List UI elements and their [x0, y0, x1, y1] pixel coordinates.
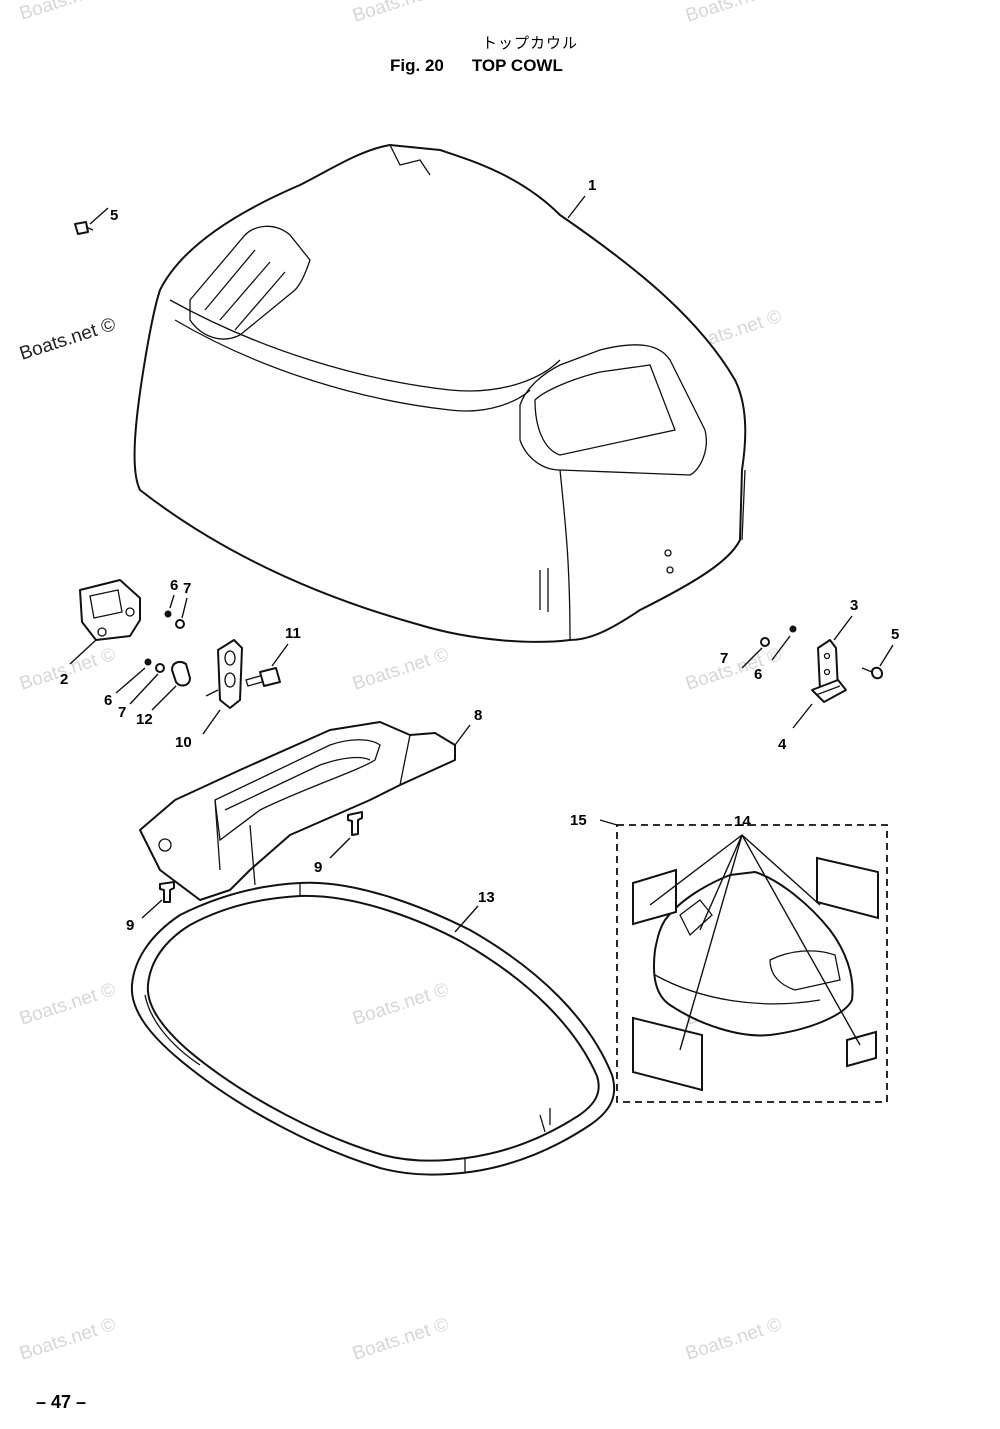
leader-15 — [599, 819, 618, 826]
leader-6-upper — [169, 594, 175, 609]
callout-3: 3 — [850, 597, 858, 614]
part-screw-left — [74, 221, 94, 235]
part-collar — [171, 661, 191, 687]
leader-7-lower — [129, 673, 159, 705]
part-screw-right — [861, 666, 883, 680]
callout-9-lower: 9 — [126, 917, 134, 934]
leader-6-lower — [115, 667, 146, 694]
leader-2 — [69, 639, 97, 665]
callout-7-right: 7 — [720, 650, 728, 667]
figure-title: Fig. 20 TOP COWL — [390, 56, 563, 76]
figure-name: TOP COWL — [471, 56, 563, 75]
leader-9-upper — [329, 837, 351, 859]
watermark: Boats.net © — [350, 979, 451, 1030]
leader-10 — [202, 709, 221, 735]
callout-5-left: 5 — [110, 207, 118, 224]
part-pin-lower — [159, 881, 175, 903]
callout-9-upper: 9 — [314, 859, 322, 876]
leader-7-upper — [181, 597, 188, 619]
callout-15: 15 — [570, 812, 587, 829]
part-washer — [789, 625, 797, 633]
watermark: Boats.net © — [17, 0, 118, 25]
part-nut — [155, 663, 165, 673]
callout-4: 4 — [778, 736, 787, 753]
part-seal-ring — [130, 881, 616, 1176]
part-top-cowl — [133, 144, 747, 643]
watermark: Boats.net © — [17, 979, 118, 1030]
leader-8 — [454, 724, 471, 746]
part-decal-kit — [616, 824, 888, 1103]
part-washer — [144, 658, 152, 666]
leader-5-right — [879, 644, 894, 667]
leader-12 — [151, 685, 177, 711]
leader-7-right — [741, 647, 763, 669]
callout-2: 2 — [60, 671, 68, 688]
watermark-dark: Boats.net © — [17, 314, 118, 365]
callout-10: 10 — [175, 734, 192, 751]
part-bolt — [245, 667, 281, 687]
callout-12: 12 — [136, 711, 153, 728]
callout-7-upper: 7 — [183, 580, 191, 597]
callout-5-right: 5 — [891, 626, 899, 643]
watermark: Boats.net © — [683, 644, 784, 695]
leader-13 — [454, 905, 479, 933]
callout-11: 11 — [285, 625, 301, 642]
part-latch-hook — [811, 679, 847, 703]
watermark: Boats.net © — [17, 1314, 118, 1365]
part-nut — [760, 637, 770, 647]
leader-3 — [833, 615, 853, 641]
leader-1 — [567, 195, 586, 219]
callout-7-lower: 7 — [118, 704, 126, 721]
watermark: Boats.net © — [683, 0, 784, 27]
part-handle-cover — [139, 721, 456, 901]
callout-8: 8 — [474, 707, 482, 724]
part-latch-bracket — [79, 579, 141, 641]
page-number: – 47 – — [36, 1392, 87, 1412]
callout-6-right: 6 — [754, 666, 762, 683]
callout-13: 13 — [478, 889, 495, 906]
leader-9-lower — [141, 899, 163, 919]
leader-11 — [271, 643, 289, 667]
watermark: Boats.net © — [350, 0, 451, 27]
callout-6-lower: 6 — [104, 692, 112, 709]
leader-4 — [792, 703, 813, 729]
leader-5-left — [89, 207, 109, 225]
leader-6-right — [771, 635, 791, 661]
part-washer — [164, 610, 172, 618]
watermark: Boats.net © — [683, 1314, 784, 1365]
figure-title-japanese: トップカウル — [481, 34, 578, 52]
figure-number: Fig. 20 — [390, 56, 444, 75]
part-nut — [175, 619, 185, 629]
part-pin-upper — [347, 811, 363, 836]
callout-6-upper: 6 — [170, 577, 178, 594]
callout-14: 14 — [734, 813, 751, 830]
watermark: Boats.net © — [350, 1314, 451, 1365]
part-lever-plate — [205, 639, 243, 709]
callout-1: 1 — [588, 177, 596, 194]
watermark: Boats.net © — [350, 644, 451, 695]
